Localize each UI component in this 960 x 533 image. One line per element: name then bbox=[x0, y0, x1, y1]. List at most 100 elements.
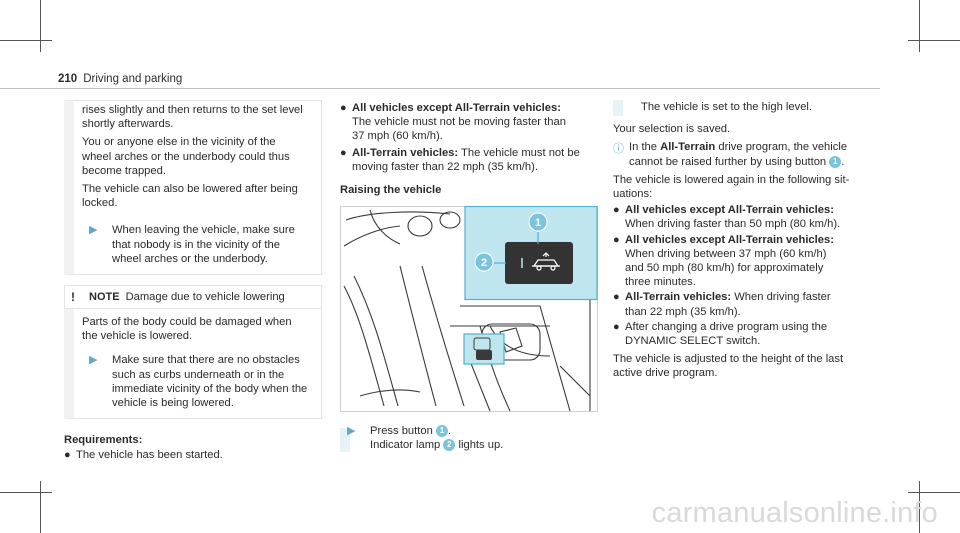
crop-mark bbox=[908, 40, 960, 41]
requirements-title: Requirements: bbox=[64, 434, 143, 447]
info-text: In the bbox=[629, 141, 657, 154]
bullet: ● bbox=[340, 146, 347, 159]
column-2: ● All vehicles except All-Terrain vehicl… bbox=[340, 100, 598, 197]
bullet-text: and 50 mph (80 km/h) for approximately bbox=[625, 262, 824, 275]
bullet-item: ● All vehicles except All-Terrain vehicl… bbox=[340, 101, 598, 144]
bullet-bold: All vehicles except All-Terrain vehicles… bbox=[625, 204, 834, 217]
bullet-item: ● After changing a drive program using t… bbox=[613, 320, 875, 348]
bullet-text: DYNAMIC SELECT switch. bbox=[625, 335, 761, 348]
bullet-item: ● All-Terrain vehicles: When driving fas… bbox=[613, 290, 875, 318]
note-label: NOTE bbox=[89, 291, 120, 304]
bullet-bold: All-Terrain vehicles: bbox=[625, 291, 732, 304]
bullet-item: ● The vehicle has been started. bbox=[64, 448, 322, 462]
badge-1: 1 bbox=[435, 425, 448, 438]
column-3: The vehicle is set to the high level. Yo… bbox=[613, 100, 875, 381]
bullet-text: than 22 mph (35 km/h). bbox=[625, 305, 741, 318]
step-text: vehicle is being lowered. bbox=[112, 397, 234, 410]
saved-text: Your selection is saved. bbox=[613, 123, 731, 136]
crop-mark bbox=[908, 492, 960, 493]
bullet: ● bbox=[340, 102, 347, 114]
paragraph: The vehicle can also be lowered after be… bbox=[82, 183, 298, 196]
step-text: Make sure that there are no obstacles bbox=[112, 354, 300, 367]
step-item: ▶ When leaving the vehicle, make sure th… bbox=[82, 223, 313, 266]
bullet-text: The vehicle must not be bbox=[458, 146, 580, 159]
bullet-text: three minutes. bbox=[625, 276, 696, 289]
arrow-right-icon: ▶ bbox=[347, 425, 356, 437]
paragraph: become trapped. bbox=[82, 164, 166, 177]
bullet-text: When driving between 37 mph (60 km/h) bbox=[625, 247, 827, 260]
bullet-item: ● All-Terrain vehicles: The vehicle must… bbox=[340, 146, 598, 174]
header-rule bbox=[0, 88, 880, 89]
exclamation-icon: ! bbox=[71, 290, 75, 305]
arrow-right-icon: ▶ bbox=[89, 354, 98, 367]
step-text: immediate vicinity of the body when the bbox=[112, 382, 308, 395]
bullet-text: After changing a drive program using the bbox=[625, 320, 828, 333]
column-1: rises slightly and then returns to the s… bbox=[64, 100, 322, 463]
step-item: ▶ Make sure that there are no obstacles … bbox=[82, 353, 313, 410]
crop-mark bbox=[0, 492, 52, 493]
center-console-illustration: 1 2 bbox=[340, 206, 598, 412]
bullet-item: ● All vehicles except All-Terrain vehicl… bbox=[613, 233, 875, 290]
page-number: 210 bbox=[58, 73, 78, 85]
step-text: When leaving the vehicle, make sure bbox=[112, 224, 295, 237]
step-text: lights up. bbox=[458, 439, 504, 452]
note-title: Damage due to vehicle lowering bbox=[125, 290, 285, 303]
info-text: cannot be raised further by using button bbox=[629, 155, 827, 168]
step-bar bbox=[340, 428, 350, 452]
step-bar bbox=[613, 100, 623, 116]
paragraph: uations: bbox=[613, 188, 653, 201]
section-heading: Raising the vehicle bbox=[340, 184, 442, 197]
paragraph: The vehicle is adjusted to the height of… bbox=[613, 353, 844, 366]
page-header: 210 Driving and parking bbox=[58, 73, 182, 85]
step-text: Press button bbox=[370, 425, 433, 437]
paragraph: You or anyone else in the vicinity of th… bbox=[82, 136, 276, 149]
note-text: Parts of the body could be damaged when bbox=[82, 316, 292, 329]
watermark: carmanualsonline.info bbox=[651, 497, 938, 529]
crop-mark bbox=[40, 481, 41, 533]
info-item: ⓘ In the All-Terrain drive program, the … bbox=[613, 141, 848, 168]
bullet-bold: All-Terrain vehicles: bbox=[352, 146, 459, 159]
paragraph: wheel arches or the underbody could thus bbox=[82, 150, 290, 163]
arrow-right-icon: ▶ bbox=[89, 224, 98, 237]
bullet-text: 37 mph (60 km/h). bbox=[352, 130, 443, 143]
status-text: The vehicle is set to the high level. bbox=[641, 101, 813, 113]
info-text: drive program, the vehicle bbox=[718, 141, 848, 154]
badge-1: 1 bbox=[829, 155, 842, 168]
note-header: ! NOTE Damage due to vehicle lowering bbox=[64, 285, 322, 310]
crop-mark bbox=[919, 0, 920, 52]
step-item: ▶ Press button 1. Indicator lamp 2 light… bbox=[347, 425, 504, 452]
bullet-text: The vehicle has been started. bbox=[76, 449, 223, 462]
info-bold: All-Terrain bbox=[660, 141, 716, 154]
raise-steps: ▶ Press button 1. Indicator lamp 2 light… bbox=[340, 424, 598, 452]
bullet-text: When driving faster bbox=[731, 291, 831, 304]
intro-line: rises slightly and then returns to the s… bbox=[82, 104, 303, 116]
bullet-text: moving faster than 22 mph (35 km/h). bbox=[352, 160, 538, 173]
note-text: the vehicle is lowered. bbox=[82, 330, 193, 343]
callout-2: 2 bbox=[481, 257, 487, 269]
bullet-text: When driving faster than 50 mph (80 km/h… bbox=[625, 218, 841, 231]
paragraph: The vehicle is lowered again in the foll… bbox=[613, 173, 850, 186]
crop-mark bbox=[0, 40, 52, 41]
bullet-bold: All vehicles except All-Terrain vehicles… bbox=[352, 102, 561, 114]
bullet-bold: All vehicles except All-Terrain vehicles… bbox=[625, 233, 834, 246]
step-text: that nobody is in the vicinity of the bbox=[112, 238, 280, 251]
bullet-text: The vehicle must not be moving faster th… bbox=[352, 116, 566, 129]
info-icon: ⓘ bbox=[613, 143, 624, 156]
section-title: Driving and parking bbox=[83, 73, 183, 85]
note-body: Parts of the body could be damaged when … bbox=[64, 309, 322, 420]
bullet: ● bbox=[613, 204, 620, 217]
bullet: ● bbox=[613, 291, 620, 304]
bullet: ● bbox=[64, 449, 71, 462]
step-text: Indicator lamp bbox=[370, 439, 441, 452]
callout-1: 1 bbox=[535, 217, 541, 229]
crop-mark bbox=[919, 481, 920, 533]
paragraph: active drive program. bbox=[613, 367, 718, 380]
bullet: ● bbox=[613, 233, 620, 246]
warning-box: rises slightly and then returns to the s… bbox=[64, 100, 322, 276]
step-text: such as curbs underneath or in the bbox=[112, 368, 285, 381]
intro-line: shortly afterwards. bbox=[82, 118, 174, 131]
bullet: ● bbox=[613, 320, 620, 333]
bullet-item: ● All vehicles except All-Terrain vehicl… bbox=[613, 203, 875, 231]
note-box: ! NOTE Damage due to vehicle lowering Pa… bbox=[64, 285, 322, 420]
badge-2: 2 bbox=[443, 439, 456, 452]
